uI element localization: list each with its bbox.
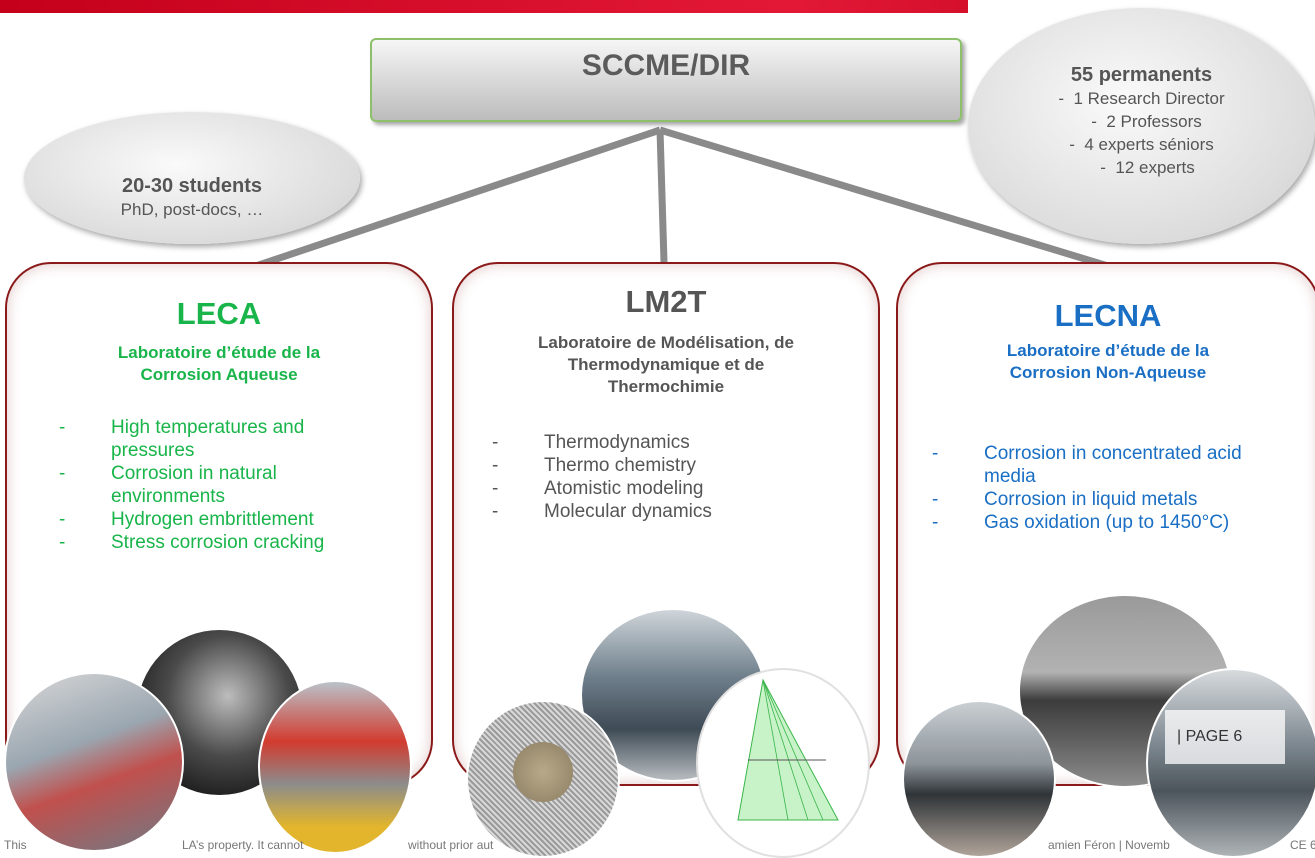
footer-text-left-b: LA’s property. It cannot — [182, 838, 304, 852]
connector-leca — [236, 126, 662, 276]
topic-item: Corrosion in liquid metals — [932, 488, 1287, 511]
lab-name: LECA — [176, 296, 262, 331]
top-bar-gap — [968, 0, 1315, 13]
ternary-diagram-icon — [737, 678, 839, 821]
permanents-title: 55 permanents — [1070, 64, 1213, 86]
footer-text-left-a: This — [4, 838, 27, 852]
glovebox-photo — [902, 700, 1056, 858]
lab-name: LM2T — [625, 284, 707, 319]
students-subtitle: PhD, post-docs, … — [120, 200, 264, 219]
topic-item: Thermo chemistry — [492, 454, 812, 477]
topic-item: Hydrogen embrittlement — [59, 508, 359, 531]
topic-item: Stress corrosion cracking — [59, 531, 359, 554]
org-head-title: SCCME/DIR — [581, 49, 751, 82]
test-rig-photo — [258, 680, 412, 854]
lab-name: LECNA — [1054, 298, 1162, 333]
lab-topics: Corrosion in concentrated acid media Cor… — [932, 442, 1287, 534]
permanents-item: - 12 experts — [1100, 158, 1195, 177]
topic-item: Corrosion in natural environments — [59, 462, 359, 508]
lab-topics: High temperatures and pressures Corrosio… — [59, 416, 359, 554]
footer-text-right-end: CE 6 — [1290, 838, 1315, 852]
org-head-box: SCCME/DIR — [370, 38, 962, 122]
permanents-item: - 4 experts séniors — [1069, 135, 1214, 154]
connector-lecna — [658, 126, 1110, 270]
footer-text-right: amien Féron | Novemb — [1048, 838, 1170, 852]
atomistic-model-photo — [466, 700, 620, 858]
lab-topics: Thermodynamics Thermo chemistry Atomisti… — [492, 431, 812, 523]
permanents-item: - 2 Professors — [1091, 112, 1202, 131]
topic-item: Corrosion in concentrated acid media — [932, 442, 1287, 488]
page-number: | PAGE 6 — [1177, 728, 1243, 745]
topic-item: Molecular dynamics — [492, 500, 812, 523]
page-number-box: | PAGE 6 — [1165, 710, 1285, 764]
topic-item: Gas oxidation (up to 1450°C) — [932, 511, 1287, 534]
footer-text-left-c: without prior aut — [408, 838, 494, 852]
permanents-bubble: 55 permanents - 1 Research Director - 2 … — [968, 8, 1315, 244]
connector-lm2t — [656, 129, 668, 263]
topic-item: High temperatures and pressures — [59, 416, 359, 462]
topic-item: Thermodynamics — [492, 431, 812, 454]
topic-item: Atomistic modeling — [492, 477, 812, 500]
permanents-item: - 1 Research Director — [1058, 89, 1225, 108]
students-title: 20-30 students — [121, 175, 263, 197]
lab-equipment-photo — [4, 672, 184, 852]
phase-diagram-photo — [696, 668, 870, 858]
students-bubble: 20-30 students PhD, post-docs, … — [24, 112, 360, 244]
footer: This LA’s property. It cannot without pr… — [0, 836, 1315, 854]
